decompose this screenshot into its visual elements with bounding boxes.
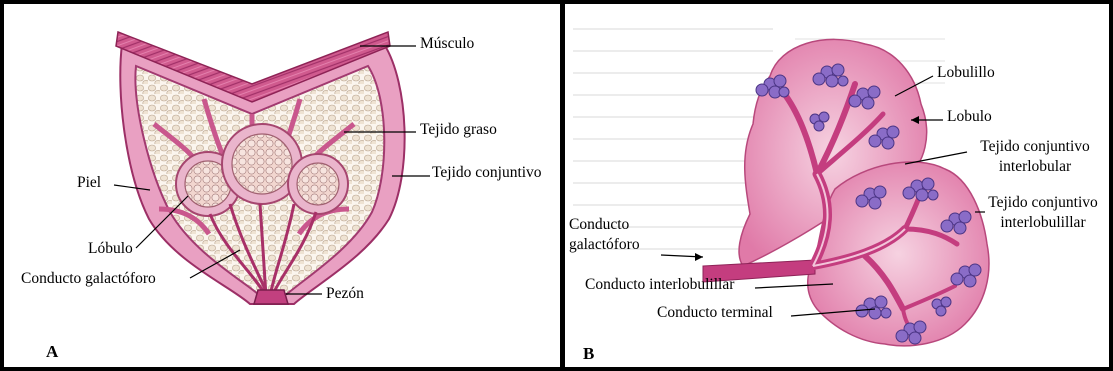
label-piel: Piel bbox=[77, 174, 101, 192]
panel-b: Lobulillo Lobulo Tejido conjuntivo inter… bbox=[565, 4, 1109, 367]
label-tcj-interlobular-1: Tejido conjuntivo bbox=[965, 138, 1105, 156]
label-lobulillo: Lobulillo bbox=[937, 64, 995, 82]
arrow-duct bbox=[695, 253, 703, 261]
panel-a-letter: A bbox=[46, 342, 58, 362]
label-tejido-graso: Tejido graso bbox=[420, 121, 497, 139]
panel-a: Músculo Tejido graso Tejido conjuntivo P… bbox=[4, 4, 560, 367]
label-musculo: Músculo bbox=[420, 35, 474, 53]
label-tcj-interlobulillar-2: interlobulillar bbox=[979, 214, 1107, 232]
label-tcj-interlobulillar-1: Tejido conjuntivo bbox=[979, 194, 1107, 212]
label-pezon: Pezón bbox=[326, 285, 364, 303]
lobule-duct-illustration bbox=[565, 4, 1109, 367]
label-conducto-2: galactóforo bbox=[569, 236, 640, 254]
label-lobulo: Lobulo bbox=[947, 108, 992, 126]
nipple bbox=[254, 290, 288, 304]
label-tejido-conjuntivo: Tejido conjuntivo bbox=[432, 164, 542, 182]
label-tcj-interlobular-2: interlobular bbox=[965, 158, 1105, 176]
lower-lobe bbox=[808, 162, 989, 346]
label-conducto-galactoforo: Conducto galactóforo bbox=[21, 270, 156, 288]
label-conducto-interlobulillar: Conducto interlobulillar bbox=[585, 276, 734, 294]
label-lobulo: Lóbulo bbox=[88, 240, 133, 258]
label-conducto-1: Conducto bbox=[569, 216, 629, 234]
panel-b-letter: B bbox=[583, 344, 594, 364]
label-conducto-terminal: Conducto terminal bbox=[657, 304, 773, 322]
